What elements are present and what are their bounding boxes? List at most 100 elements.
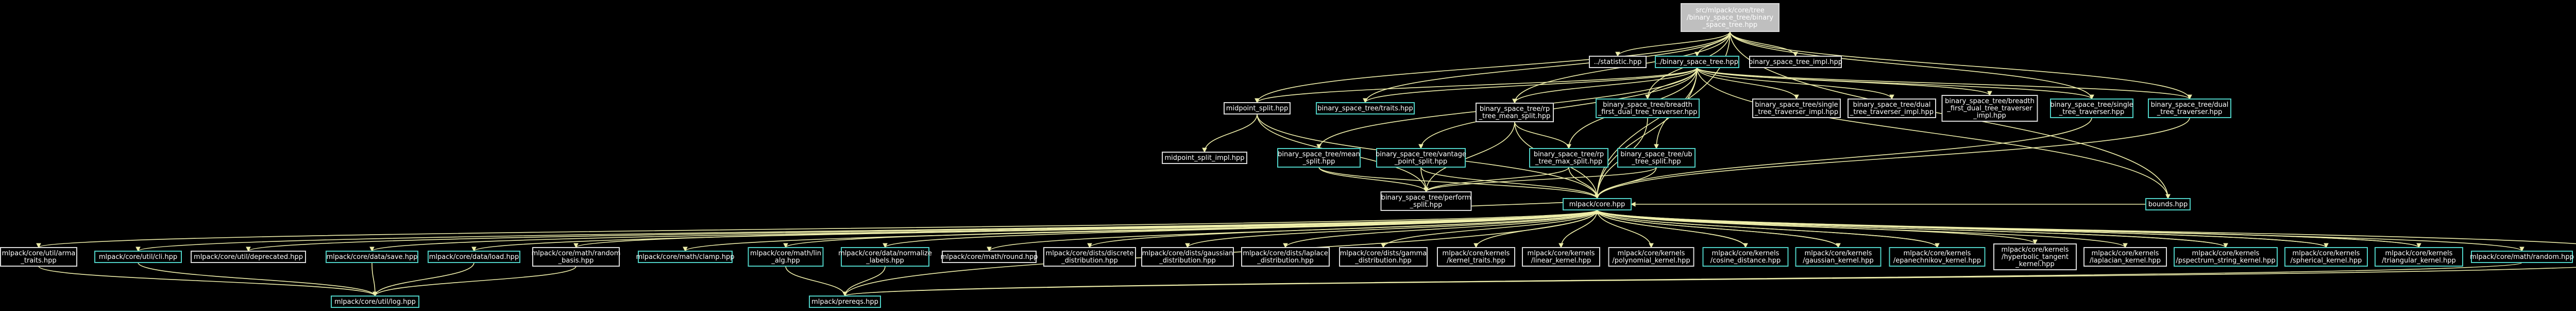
edge-bst-to-dual_traverser_impl [1697,67,1894,100]
node-spherical-kernel[interactable]: mlpack/core/kernels/spherical_kernel.hpp [2284,247,2368,267]
node-label: _space_tree.hpp [1702,21,1757,29]
node-dual-traverser[interactable]: binary_space_tree/dual_tree_traverser.hp… [2148,99,2231,118]
edge-line [1730,31,1796,57]
node-label: /laplacian_kernel.hpp [2090,257,2161,265]
node-ub-tree-split[interactable]: binary_space_tree/ub_tree_split.hpp [1617,148,1696,168]
node-box [1563,198,1632,210]
node-epanechnikov-kernel[interactable]: mlpack/core/kernels/epanechnikov_kernel.… [1889,247,1986,267]
edge-line [1285,209,1598,248]
node-rp-max-split[interactable]: binary_space_tree/rp_tree_max_split.hpp [1529,148,1608,168]
node-label: _distribution.hpp [1257,257,1313,265]
node-label: _tree_mean_split.hpp [1479,112,1551,120]
node-cli[interactable]: mlpack/core/util/cli.hpp [94,251,182,263]
edge-arma_traits-to-log [38,266,378,297]
node-root: src/mlpack/core/tree/binary_space_tree/b… [1681,3,1780,32]
node-box [1376,148,1466,168]
node-label: mlpack/core/math/clamp.hpp [636,253,735,261]
node-label: _first_dual_tree_traverser.hpp [1598,108,1698,116]
node-core[interactable]: mlpack/core.hpp [1563,198,1632,210]
node-label: mlpack/core/util/deprecated.hpp [194,253,303,261]
arrowhead [2187,94,2192,100]
node-prereqs[interactable]: mlpack/prereqs.hpp [809,296,881,308]
node-clamp[interactable]: mlpack/core/math/clamp.hpp [636,251,735,263]
node-bst[interactable]: ../binary_space_tree.hpp [1655,56,1739,68]
node-box [532,247,620,267]
edge-epanechnikov_kernel-to-core [1595,209,1938,248]
node-triangular-kernel[interactable]: mlpack/core/kernels/triangular_kernel.hp… [2375,247,2463,267]
edge-load-to-log [372,262,474,297]
node-label: mlpack/core.hpp [1569,201,1625,208]
edge-bounds-to-core [1630,202,2146,207]
node-bst-traits[interactable]: binary_space_tree/traits.hpp [1316,102,1415,114]
node-box [1681,3,1780,32]
node-label: /spherical_kernel.hpp [2291,257,2362,265]
arrowhead [1615,52,1620,57]
node-gaussian-kernel[interactable]: mlpack/core/kernels/gaussian_kernel.hpp [1795,247,1882,267]
node-label: mlpack/core/kernels [1712,250,1780,257]
node-label: mlpack/core/kernels [2192,250,2260,257]
node-single-traverser[interactable]: binary_space_tree/single_tree_traverser.… [2050,99,2133,118]
edge-bst-to-rp_mean_split [1512,67,1698,104]
node-math-random[interactable]: mlpack/core/math/random.hpp [2470,251,2574,263]
node-box [1043,247,1136,267]
edge-core-to-polynomial_kernel [1597,209,1654,249]
node-label: _distribution.hpp [1159,257,1215,265]
node-box [1589,56,1647,68]
edge-line [1597,209,2419,248]
node-box [1162,152,1247,164]
node-label: mlpack/core/kernels [2293,250,2360,257]
node-label: binary_space_tree/breadth [1603,101,1692,109]
node-label: ../binary_space_tree.hpp [1656,58,1738,66]
node-box [1316,102,1415,114]
node-box [1617,148,1696,168]
node-label: binary_space_tree/vantage [1376,151,1466,158]
node-label: /linear_kernel.hpp [1531,257,1591,265]
node-save[interactable]: mlpack/core/data/save.hpp [326,251,418,263]
node-pspectrum-kernel[interactable]: mlpack/core/kernels/pspectrum_string_ker… [2174,247,2278,267]
edge-line [38,209,1598,248]
edge-pspectrum_kernel-to-core [1595,209,2226,248]
node-cosine-distance[interactable]: mlpack/core/kernels/cosine_distance.hpp [1702,247,1789,267]
edge-core-to-deprecated [246,209,1598,252]
node-box [748,247,824,267]
node-box [1795,247,1882,267]
node-statistic: ../statistic.hpp [1589,56,1647,68]
node-load[interactable]: mlpack/core/data/load.hpp [428,251,520,263]
node-lin-alg[interactable]: mlpack/core/math/lin_alg.hpp [748,247,824,267]
node-box [331,296,419,308]
node-box [191,251,306,263]
node-bounds[interactable]: bounds.hpp [2145,198,2191,210]
edge-line [138,209,1598,252]
node-label: binary_space_tree_impl.hpp [1749,58,1842,66]
edge-line [1697,67,2190,100]
edge-line [371,262,376,297]
edge-core-to-normalize_labels [883,209,1598,249]
node-gaussian-dist: mlpack/core/dists/gaussian_distribution.… [1141,247,1234,267]
edge-line [785,266,845,297]
node-linear-kernel: mlpack/core/kernels/linear_kernel.hpp [1522,247,1600,267]
edge-line [1697,67,1892,100]
node-normalize-labels[interactable]: mlpack/core/data/normalize_labels.hpp [838,247,932,267]
node-label: mlpack/core/kernels [1618,250,1685,257]
edge-line [1597,209,1938,248]
node-log[interactable]: mlpack/core/util/log.hpp [331,296,419,308]
node-label: _traits.hpp [20,257,56,265]
node-polynomial-kernel: mlpack/core/kernels/polynomial_kernel.hp… [1608,247,1694,267]
node-mean-split[interactable]: binary_space_tree/mean_split.hpp [1277,148,1361,168]
edge-core-to-lin_alg [783,209,1598,249]
node-label: mlpack/core/kernels [2002,246,2069,254]
node-breadth-first-dual[interactable]: binary_space_tree/breadth_first_dual_tre… [1596,99,1700,118]
node-label: mlpack/core/kernels [1528,250,1595,257]
node-label: _tree_max_split.hpp [1535,158,1602,166]
edge-line [844,262,2522,297]
node-label: binary_space_tree/single [1755,101,1838,109]
edge-math_range-to-prereqs [842,267,2576,297]
arrowhead [1630,202,1636,207]
arrowhead [2416,243,2421,249]
node-box [1749,56,1842,68]
node-label: binary_space_tree/ub [1620,151,1692,158]
node-box [1529,148,1608,168]
node-vantage-point-split[interactable]: binary_space_tree/vantage_point_split.hp… [1376,148,1466,168]
edge-rp_max_split-to-core [1568,167,1600,200]
node-deprecated: mlpack/core/util/deprecated.hpp [191,251,306,263]
